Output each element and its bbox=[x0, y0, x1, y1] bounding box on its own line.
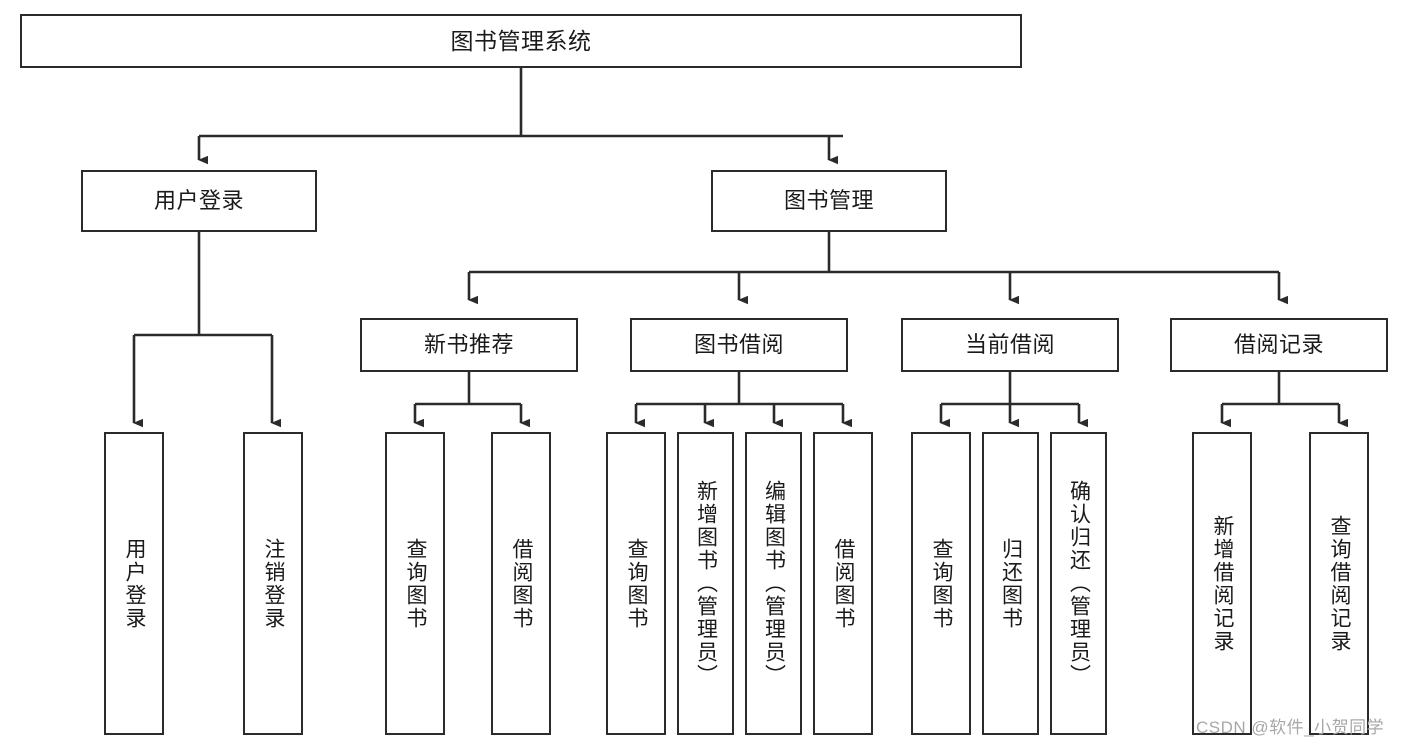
node-label: 图书管理 bbox=[783, 188, 874, 214]
node-current-borrow[interactable]: 当前借阅 bbox=[901, 318, 1119, 372]
node-leaf-return-book[interactable]: 归还图书 bbox=[982, 432, 1039, 735]
node-user-login[interactable]: 用户登录 bbox=[81, 170, 317, 232]
node-label: 查询图书 bbox=[404, 537, 428, 630]
node-label: 用户登录 bbox=[153, 188, 244, 214]
node-label: 借阅图书 bbox=[832, 537, 856, 630]
node-leaf-borrow-book-2[interactable]: 借阅图书 bbox=[813, 432, 873, 735]
node-root-system[interactable]: 图书管理系统 bbox=[20, 14, 1022, 68]
node-label: 借阅记录 bbox=[1233, 332, 1324, 358]
node-label: 图书借阅 bbox=[693, 332, 784, 358]
node-book-manage[interactable]: 图书管理 bbox=[711, 170, 947, 232]
node-label: 编辑图书（管理员） bbox=[762, 480, 786, 687]
node-book-borrow[interactable]: 图书借阅 bbox=[630, 318, 848, 372]
node-leaf-logout[interactable]: 注销登录 bbox=[243, 432, 303, 735]
node-label: 注销登录 bbox=[262, 537, 286, 630]
node-label: 新增借阅记录 bbox=[1211, 514, 1235, 653]
node-label: 确认归还（管理员） bbox=[1067, 480, 1091, 687]
node-new-book-recommend[interactable]: 新书推荐 bbox=[360, 318, 578, 372]
node-label: 查询图书 bbox=[930, 537, 954, 630]
node-leaf-borrow-book-1[interactable]: 借阅图书 bbox=[491, 432, 551, 735]
node-label: 查询图书 bbox=[625, 537, 649, 630]
node-leaf-query-record[interactable]: 查询借阅记录 bbox=[1309, 432, 1369, 735]
node-leaf-add-record[interactable]: 新增借阅记录 bbox=[1192, 432, 1252, 735]
node-leaf-query-book-1[interactable]: 查询图书 bbox=[385, 432, 445, 735]
node-leaf-query-book-3[interactable]: 查询图书 bbox=[911, 432, 971, 735]
node-label: 查询借阅记录 bbox=[1328, 514, 1352, 653]
node-borrow-record[interactable]: 借阅记录 bbox=[1170, 318, 1388, 372]
node-label: 图书管理系统 bbox=[450, 27, 592, 54]
node-leaf-edit-book[interactable]: 编辑图书（管理员） bbox=[745, 432, 802, 735]
node-leaf-add-book[interactable]: 新增图书（管理员） bbox=[677, 432, 734, 735]
node-leaf-query-book-2[interactable]: 查询图书 bbox=[606, 432, 666, 735]
node-label: 归还图书 bbox=[999, 537, 1023, 630]
node-label: 用户登录 bbox=[123, 537, 147, 630]
watermark: CSDN @软件_小贺同学 bbox=[1196, 718, 1385, 737]
node-label: 当前借阅 bbox=[964, 332, 1055, 358]
node-label: 新书推荐 bbox=[423, 332, 514, 358]
node-label: 借阅图书 bbox=[510, 537, 534, 630]
node-leaf-user-login[interactable]: 用户登录 bbox=[104, 432, 164, 735]
node-leaf-confirm-return[interactable]: 确认归还（管理员） bbox=[1050, 432, 1107, 735]
node-label: 新增图书（管理员） bbox=[694, 480, 718, 687]
